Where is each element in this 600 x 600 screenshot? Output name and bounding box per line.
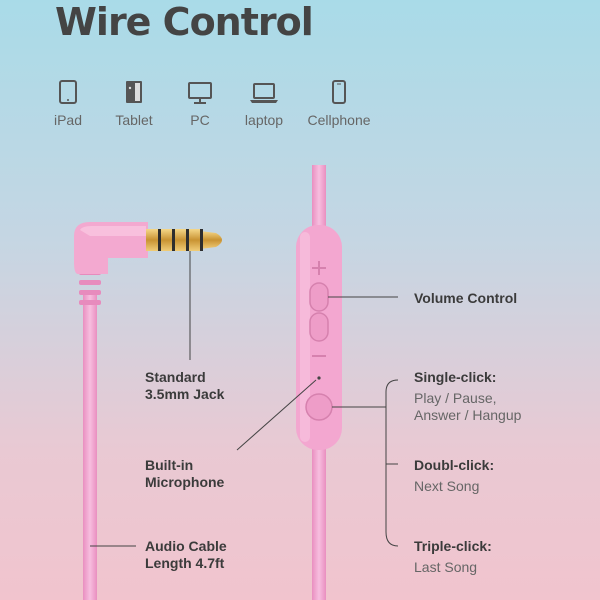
cable-upper xyxy=(312,165,326,227)
jack-label-line1: Standard xyxy=(145,369,206,385)
volume-down-button[interactable] xyxy=(309,312,329,342)
laptop-icon xyxy=(250,83,278,103)
double-click-callout: Doubl-click: Next Song xyxy=(414,457,494,495)
bracket-clicks xyxy=(385,379,399,547)
microphone-label-line1: Built-in xyxy=(145,457,194,473)
device-label: Tablet xyxy=(115,112,153,128)
device-laptop: laptop xyxy=(238,78,290,128)
cellphone-icon xyxy=(332,80,346,104)
single-click-title: Single-click: xyxy=(414,369,497,385)
double-click-title: Doubl-click: xyxy=(414,457,495,473)
device-label: PC xyxy=(190,112,210,128)
triple-click-line1: Last Song xyxy=(414,559,478,575)
device-label: iPad xyxy=(53,112,83,128)
cable-lower xyxy=(312,445,326,600)
microphone-callout: Built-in Microphone xyxy=(145,457,224,491)
pc-monitor-icon xyxy=(188,82,212,104)
audio-cable-left xyxy=(83,290,97,600)
gold-jack-plug xyxy=(146,229,222,251)
microphone-label-line2: Microphone xyxy=(145,474,225,490)
page-title: Wire Control xyxy=(55,0,314,44)
single-click-line1: Play / Pause, xyxy=(414,390,497,406)
single-click-callout: Single-click: Play / Pause, Answer / Han… xyxy=(414,369,521,424)
device-cellphone: Cellphone xyxy=(302,78,376,128)
cable-label-line1: Audio Cable xyxy=(145,538,227,554)
volume-up-button[interactable] xyxy=(309,282,329,312)
tablet-icon xyxy=(126,81,142,103)
device-pc: PC xyxy=(182,78,218,128)
device-ipad: iPad xyxy=(50,78,86,128)
microphone-hole xyxy=(317,376,321,380)
device-label: laptop xyxy=(244,112,284,128)
cable-callout: Audio Cable Length 4.7ft xyxy=(145,538,227,572)
double-click-line1: Next Song xyxy=(414,478,480,494)
leader-microphone xyxy=(236,379,317,451)
plus-icon xyxy=(312,261,326,275)
ipad-icon xyxy=(59,80,77,104)
device-label: Cellphone xyxy=(307,112,371,128)
jack-callout: Standard 3.5mm Jack xyxy=(145,369,224,403)
jack-label-line2: 3.5mm Jack xyxy=(145,386,225,402)
triple-click-title: Triple-click: xyxy=(414,538,492,554)
multifunction-button[interactable] xyxy=(305,393,333,421)
device-tablet: Tablet xyxy=(108,78,160,128)
triple-click-callout: Triple-click: Last Song xyxy=(414,538,492,576)
single-click-line2: Answer / Hangup xyxy=(414,407,522,423)
cable-label-line2: Length 4.7ft xyxy=(145,555,225,571)
volume-control-label: Volume Control xyxy=(414,290,518,306)
